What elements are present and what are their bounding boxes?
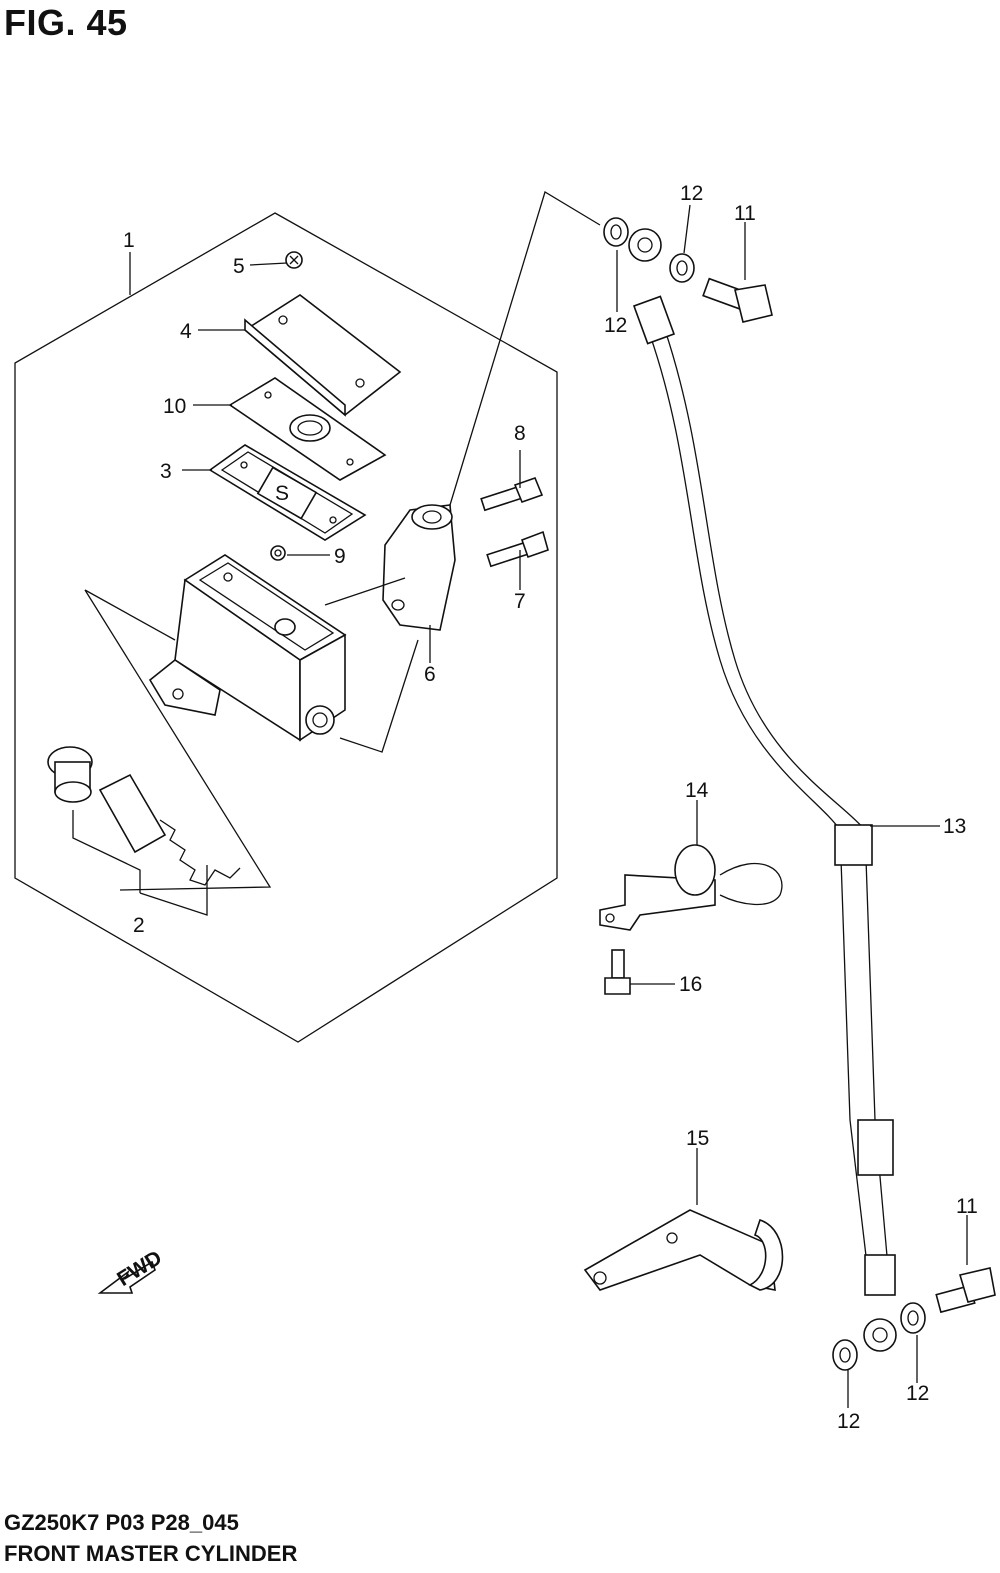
callout-12-bottom-right: 12 (906, 1382, 929, 1405)
callout-4: 4 (180, 320, 192, 343)
master-cylinder-body (148, 554, 347, 742)
callout-5: 5 (233, 255, 245, 278)
fwd-arrow-icon: FWD (97, 1246, 166, 1294)
handlebar-clamp (382, 504, 456, 631)
banjo-bolt-bottom (935, 1267, 996, 1314)
washer-12b (669, 253, 695, 283)
callout-6: 6 (424, 663, 436, 686)
svg-text:S: S (275, 482, 289, 505)
kit-outline (84, 589, 272, 891)
brake-hose (628, 228, 897, 1352)
reservoir-cap (243, 294, 402, 417)
model-code: GZ250K7 P03 P28_045 (4, 1510, 239, 1535)
washer-12d (832, 1339, 858, 1371)
bolt-16 (604, 949, 631, 995)
callout-11-bottom: 11 (956, 1195, 978, 1218)
small-nut (270, 545, 286, 561)
washer-12a (603, 217, 629, 247)
washer-12c (900, 1302, 926, 1334)
callout-12-top-right: 12 (680, 182, 703, 205)
callout-11-top: 11 (734, 202, 756, 225)
hose-clamp (599, 844, 783, 931)
callout-8: 8 (514, 422, 526, 445)
callout-12-top-left: 12 (604, 314, 627, 337)
callout-15: 15 (686, 1127, 709, 1150)
banjo-bolt-top (702, 277, 773, 323)
callout-14: 14 (685, 779, 709, 802)
assembly-outline (14, 212, 558, 1043)
callout-3: 3 (160, 460, 172, 483)
bolt-8 (480, 476, 544, 512)
fwd-label: FWD (113, 1246, 166, 1291)
callout-7: 7 (514, 590, 526, 613)
leader-lines (72, 191, 968, 1408)
callout-1: 1 (123, 229, 135, 252)
diaphragm: S (208, 444, 367, 541)
bolt-7 (486, 530, 549, 568)
callout-13: 13 (943, 815, 966, 838)
piston-kit (47, 746, 241, 886)
section-name: FRONT MASTER CYLINDER (4, 1541, 298, 1566)
callout-16: 16 (679, 973, 702, 996)
callout-9: 9 (334, 545, 346, 568)
cap-plate (228, 377, 387, 481)
bracket (583, 1209, 784, 1291)
screw-5 (285, 251, 303, 269)
callout-2: 2 (133, 914, 145, 937)
figure-title: FIG. 45 (4, 2, 128, 43)
callout-labels: 1 2 3 4 5 6 7 8 9 10 11 11 12 12 12 12 1… (123, 182, 978, 1433)
callout-10: 10 (163, 395, 186, 418)
callout-12-bottom-left: 12 (837, 1410, 860, 1433)
